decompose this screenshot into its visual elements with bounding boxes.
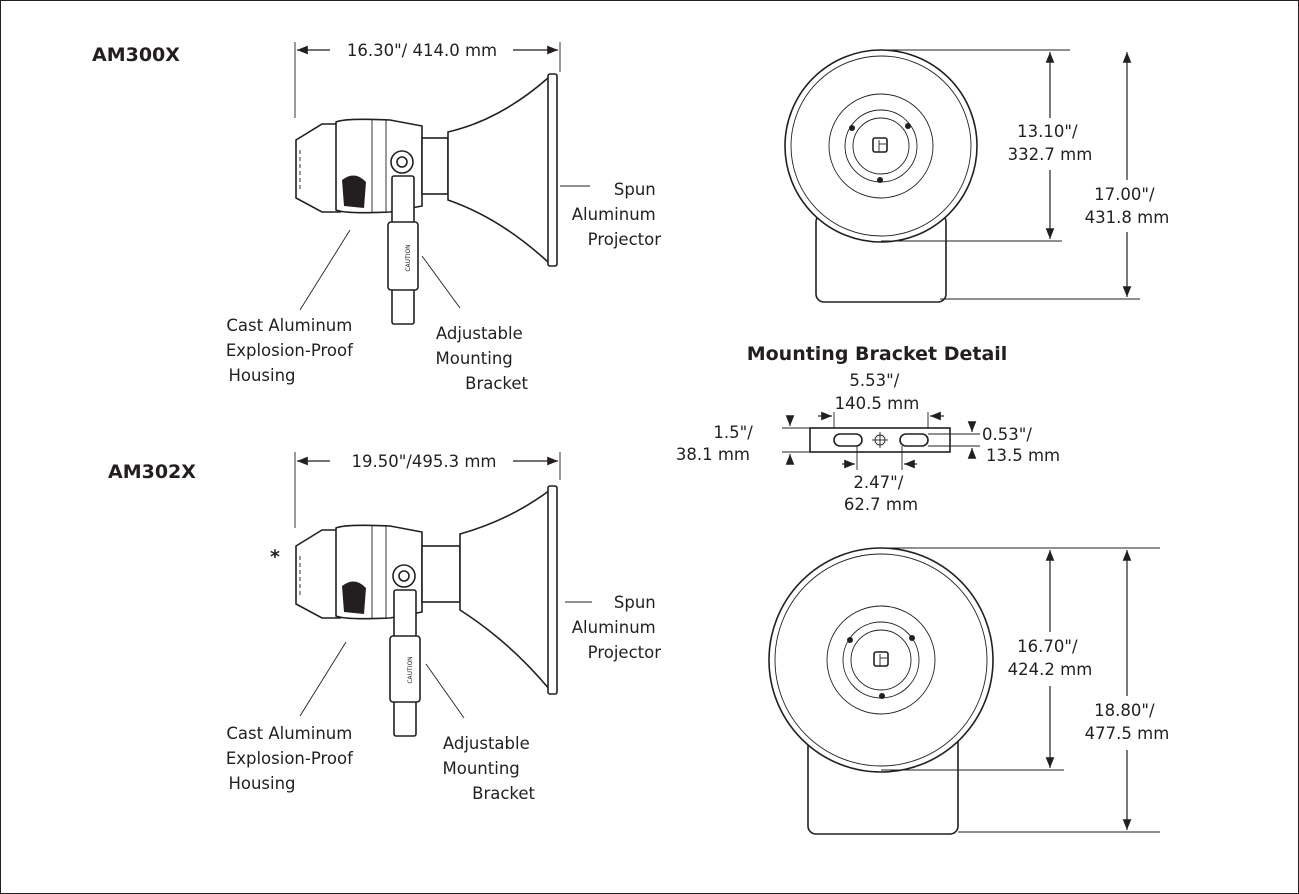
am302x-overall-height-label: 18.80"/ 477.5 mm <box>1085 701 1170 743</box>
am300x-housing-knob <box>342 175 366 208</box>
am302x-inner-height-label: 16.70"/ 424.2 mm <box>1008 637 1093 679</box>
am302x-bracket-leader <box>425 663 465 719</box>
am302x-side-view: AM302X * 19.50"/495.3 mm CAUTION Spun Al… <box>108 452 661 803</box>
am300x-model-label: AM300X <box>92 44 180 66</box>
am302x-caution-plate <box>389 635 421 703</box>
am300x-projector-callout: Spun Aluminum Projector <box>572 180 661 249</box>
am300x-inner-height-label: 13.10"/ 332.7 mm <box>1008 122 1093 164</box>
am300x-rear-cap <box>295 123 341 213</box>
am300x-caution-text: CAUTION <box>405 244 412 271</box>
am302x-housing-callout: Cast Aluminum Explosion-Proof Housing <box>226 724 358 793</box>
am302x-horn <box>459 489 554 691</box>
am300x-housing-callout: Cast Aluminum Explosion-Proof Housing <box>226 316 358 385</box>
am302x-housing-leader <box>299 641 347 717</box>
am300x-horn-rim <box>547 73 558 267</box>
am302x-housing-knob <box>342 581 366 614</box>
am302x-neck <box>421 545 461 603</box>
bracket-height-label: 1.5"/ 38.1 mm <box>676 423 758 464</box>
am300x-overall-height-label: 17.00"/ 431.8 mm <box>1085 185 1170 227</box>
am302x-model-label: AM302X <box>108 461 196 483</box>
am300x-side-view: AM300X 16.30"/ 414.0 mm CAUTION Spun Alu… <box>92 41 661 393</box>
am302x-front-view: 16.70"/ 424.2 mm 18.80"/ 477.5 mm <box>768 547 1170 835</box>
am300x-front-view: 13.10"/ 332.7 mm 17.00"/ 431.8 mm <box>784 49 1170 303</box>
bracket-spacing-label: 2.47"/ 62.7 mm <box>844 473 918 514</box>
am300x-length-label: 16.30"/ 414.0 mm <box>347 41 497 60</box>
am302x-terminal-icon <box>873 651 889 667</box>
am302x-bracket-callout: Adjustable Mounting Bracket <box>443 734 536 803</box>
bracket-slot-right <box>899 433 929 447</box>
bracket-detail-title: Mounting Bracket Detail <box>747 343 1008 365</box>
am300x-terminal-icon <box>872 137 888 153</box>
am300x-housing-leader <box>299 229 351 311</box>
am300x-bracket-leader <box>421 255 461 309</box>
am302x-asterisk: * <box>270 546 280 568</box>
am302x-rear-cap <box>295 529 341 619</box>
am302x-horn-rim <box>547 485 558 695</box>
bracket-slot-width-label: 0.53"/ 13.5 mm <box>982 425 1060 465</box>
am302x-projector-callout: Spun Aluminum Projector <box>572 593 661 662</box>
bracket-slot-left <box>833 433 863 447</box>
am302x-length-label: 19.50"/495.3 mm <box>351 452 496 471</box>
bracket-slot-span-label: 5.53"/ 140.5 mm <box>835 371 920 413</box>
bracket-detail: Mounting Bracket Detail 5.53"/ 140.5 mm … <box>676 343 1060 514</box>
am300x-neck <box>421 137 449 195</box>
am300x-horn <box>447 77 554 263</box>
am300x-bracket-callout: Adjustable Mounting Bracket <box>436 324 529 393</box>
am302x-caution-text: CAUTION <box>407 656 414 683</box>
am300x-caution-plate <box>387 221 419 291</box>
